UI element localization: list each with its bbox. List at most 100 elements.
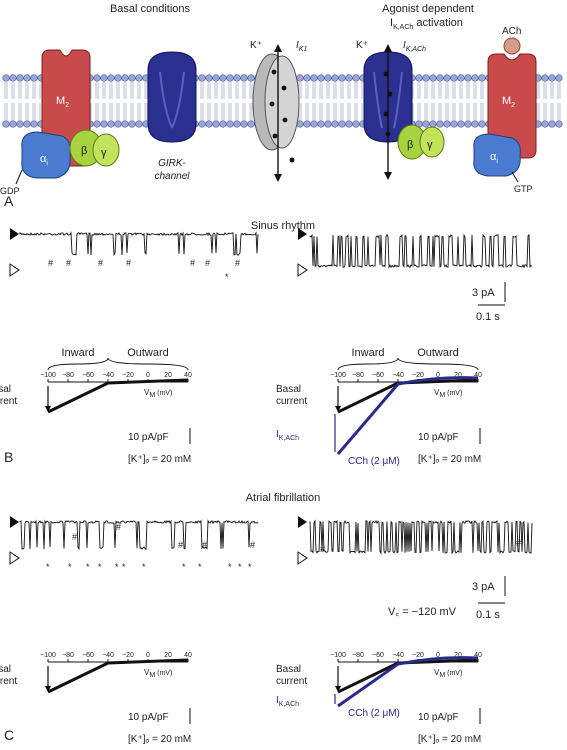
agonist-title-line1: Agonist dependent — [382, 3, 474, 15]
trace-path — [19, 231, 259, 256]
outward-label: Outward — [127, 347, 169, 359]
x-tick-label: −20 — [412, 652, 424, 659]
lipid-head — [114, 120, 122, 128]
lipid-head — [240, 74, 248, 82]
lipid-head — [30, 120, 38, 128]
scale-current-sinus: 3 pA — [472, 287, 495, 299]
scale-time-af: 0.1 s — [476, 609, 500, 621]
hash-mark: # — [235, 258, 240, 268]
star-mark: * — [68, 562, 72, 572]
lipid-head — [205, 120, 213, 128]
open-level-marker-c — [10, 516, 19, 528]
lipid-head — [478, 74, 486, 82]
lipid-head — [219, 120, 227, 128]
vm-axis-label: VM (mV) — [434, 388, 462, 399]
lipid-head — [93, 120, 101, 128]
inward-label: Inward — [61, 347, 94, 359]
lipid-head — [16, 120, 24, 128]
lipid-head — [226, 120, 234, 128]
lipid-head — [429, 74, 437, 82]
star-mark: * — [98, 562, 102, 572]
x-tick-label: −80 — [352, 652, 364, 659]
panel-a: Basal conditions Agonist dependent IK,AC… — [0, 3, 563, 209]
x-tick-label: 0 — [436, 652, 440, 659]
lipid-head — [471, 74, 479, 82]
lipid-head — [324, 74, 332, 82]
cch-label: CCh (2 μM) — [348, 708, 400, 719]
hash-mark: # — [205, 258, 210, 268]
event-marks-sinus: #######* — [48, 258, 240, 282]
lipid-head — [345, 74, 353, 82]
lipid-head — [247, 120, 255, 128]
lipid-head — [324, 120, 332, 128]
hash-mark: # — [48, 258, 53, 268]
ikach-side-label: IK,ACh — [276, 429, 299, 442]
lipid-head — [443, 74, 451, 82]
lipid-head — [135, 74, 143, 82]
basal-current-label: current — [276, 396, 307, 407]
ik1-label: IK1 — [296, 40, 307, 53]
lipid-head — [107, 120, 115, 128]
basal-arrowhead — [335, 406, 341, 412]
x-tick-label: 40 — [474, 372, 482, 379]
x-tick-label: −40 — [392, 652, 404, 659]
hash-mark: # — [66, 258, 71, 268]
x-tick-label: 20 — [454, 372, 462, 379]
star-mark: * — [122, 562, 126, 572]
lipid-head — [233, 120, 241, 128]
scale-bar-sinus: 3 pA 0.1 s — [472, 282, 506, 323]
closed-level-marker — [9, 263, 20, 277]
outward-brace — [107, 357, 189, 371]
lipid-head — [100, 74, 108, 82]
x-tick-label: −100 — [330, 372, 346, 379]
lipid-head — [30, 74, 38, 82]
ach-label: ACh — [502, 26, 521, 37]
lipid-head — [9, 74, 17, 82]
lipid-head — [331, 74, 339, 82]
panel-b: Sinus rhythm #######* 3 pA 0.1 s −100−80… — [0, 220, 533, 467]
agonist-title-line2: IK,ACh activation — [390, 17, 463, 31]
g-beta-label-left: β — [81, 145, 87, 157]
panel-b-label: B — [4, 449, 13, 465]
lipid-head — [338, 74, 346, 82]
lipid-head — [128, 120, 136, 128]
cch-iv-curve — [336, 376, 479, 455]
k-concentration-label: [K⁺]ₒ = 20 mM — [418, 454, 481, 465]
lipid-head — [310, 120, 318, 128]
single-channel-trace-af-agonist — [309, 519, 533, 555]
x-tick-label: 20 — [164, 372, 172, 379]
lipid-head — [2, 74, 10, 82]
lipid-head — [457, 120, 465, 128]
k-ion-label-ikach: K⁺ — [356, 40, 368, 51]
x-tick-label: −40 — [392, 372, 404, 379]
single-channel-trace-agonist — [309, 233, 533, 269]
lipid-head — [107, 74, 115, 82]
hash-mark: # — [116, 522, 121, 532]
agonist-title-sub: K,ACh — [393, 24, 413, 31]
trace-path — [309, 233, 533, 269]
basal-iv-curve — [47, 658, 189, 694]
lipid-head — [212, 120, 220, 128]
lipid-head — [240, 120, 248, 128]
m2-label-left: M2 — [56, 95, 69, 109]
basal-arrowhead — [45, 686, 51, 692]
girk-label-line1: GIRK- — [158, 158, 186, 169]
agonist-title-i: I — [390, 17, 393, 29]
k-concentration-label: [K⁺]ₒ = 20 mM — [128, 454, 191, 465]
lipid-head — [457, 74, 465, 82]
lipid-head — [205, 74, 213, 82]
lipid-head — [226, 74, 234, 82]
g-gamma-label-left: γ — [101, 147, 107, 159]
x-tick-label: 20 — [454, 652, 462, 659]
lipid-head — [135, 120, 143, 128]
k-concentration-label: [K⁺]ₒ = 20 mM — [418, 734, 481, 745]
basal-current-label: current — [276, 676, 307, 687]
open-level-marker-right — [298, 228, 307, 240]
trace-path — [309, 519, 533, 555]
inward-label: Inward — [351, 347, 384, 359]
lipid-head — [23, 74, 31, 82]
lipid-head — [422, 120, 430, 128]
lipid-head — [2, 120, 10, 128]
